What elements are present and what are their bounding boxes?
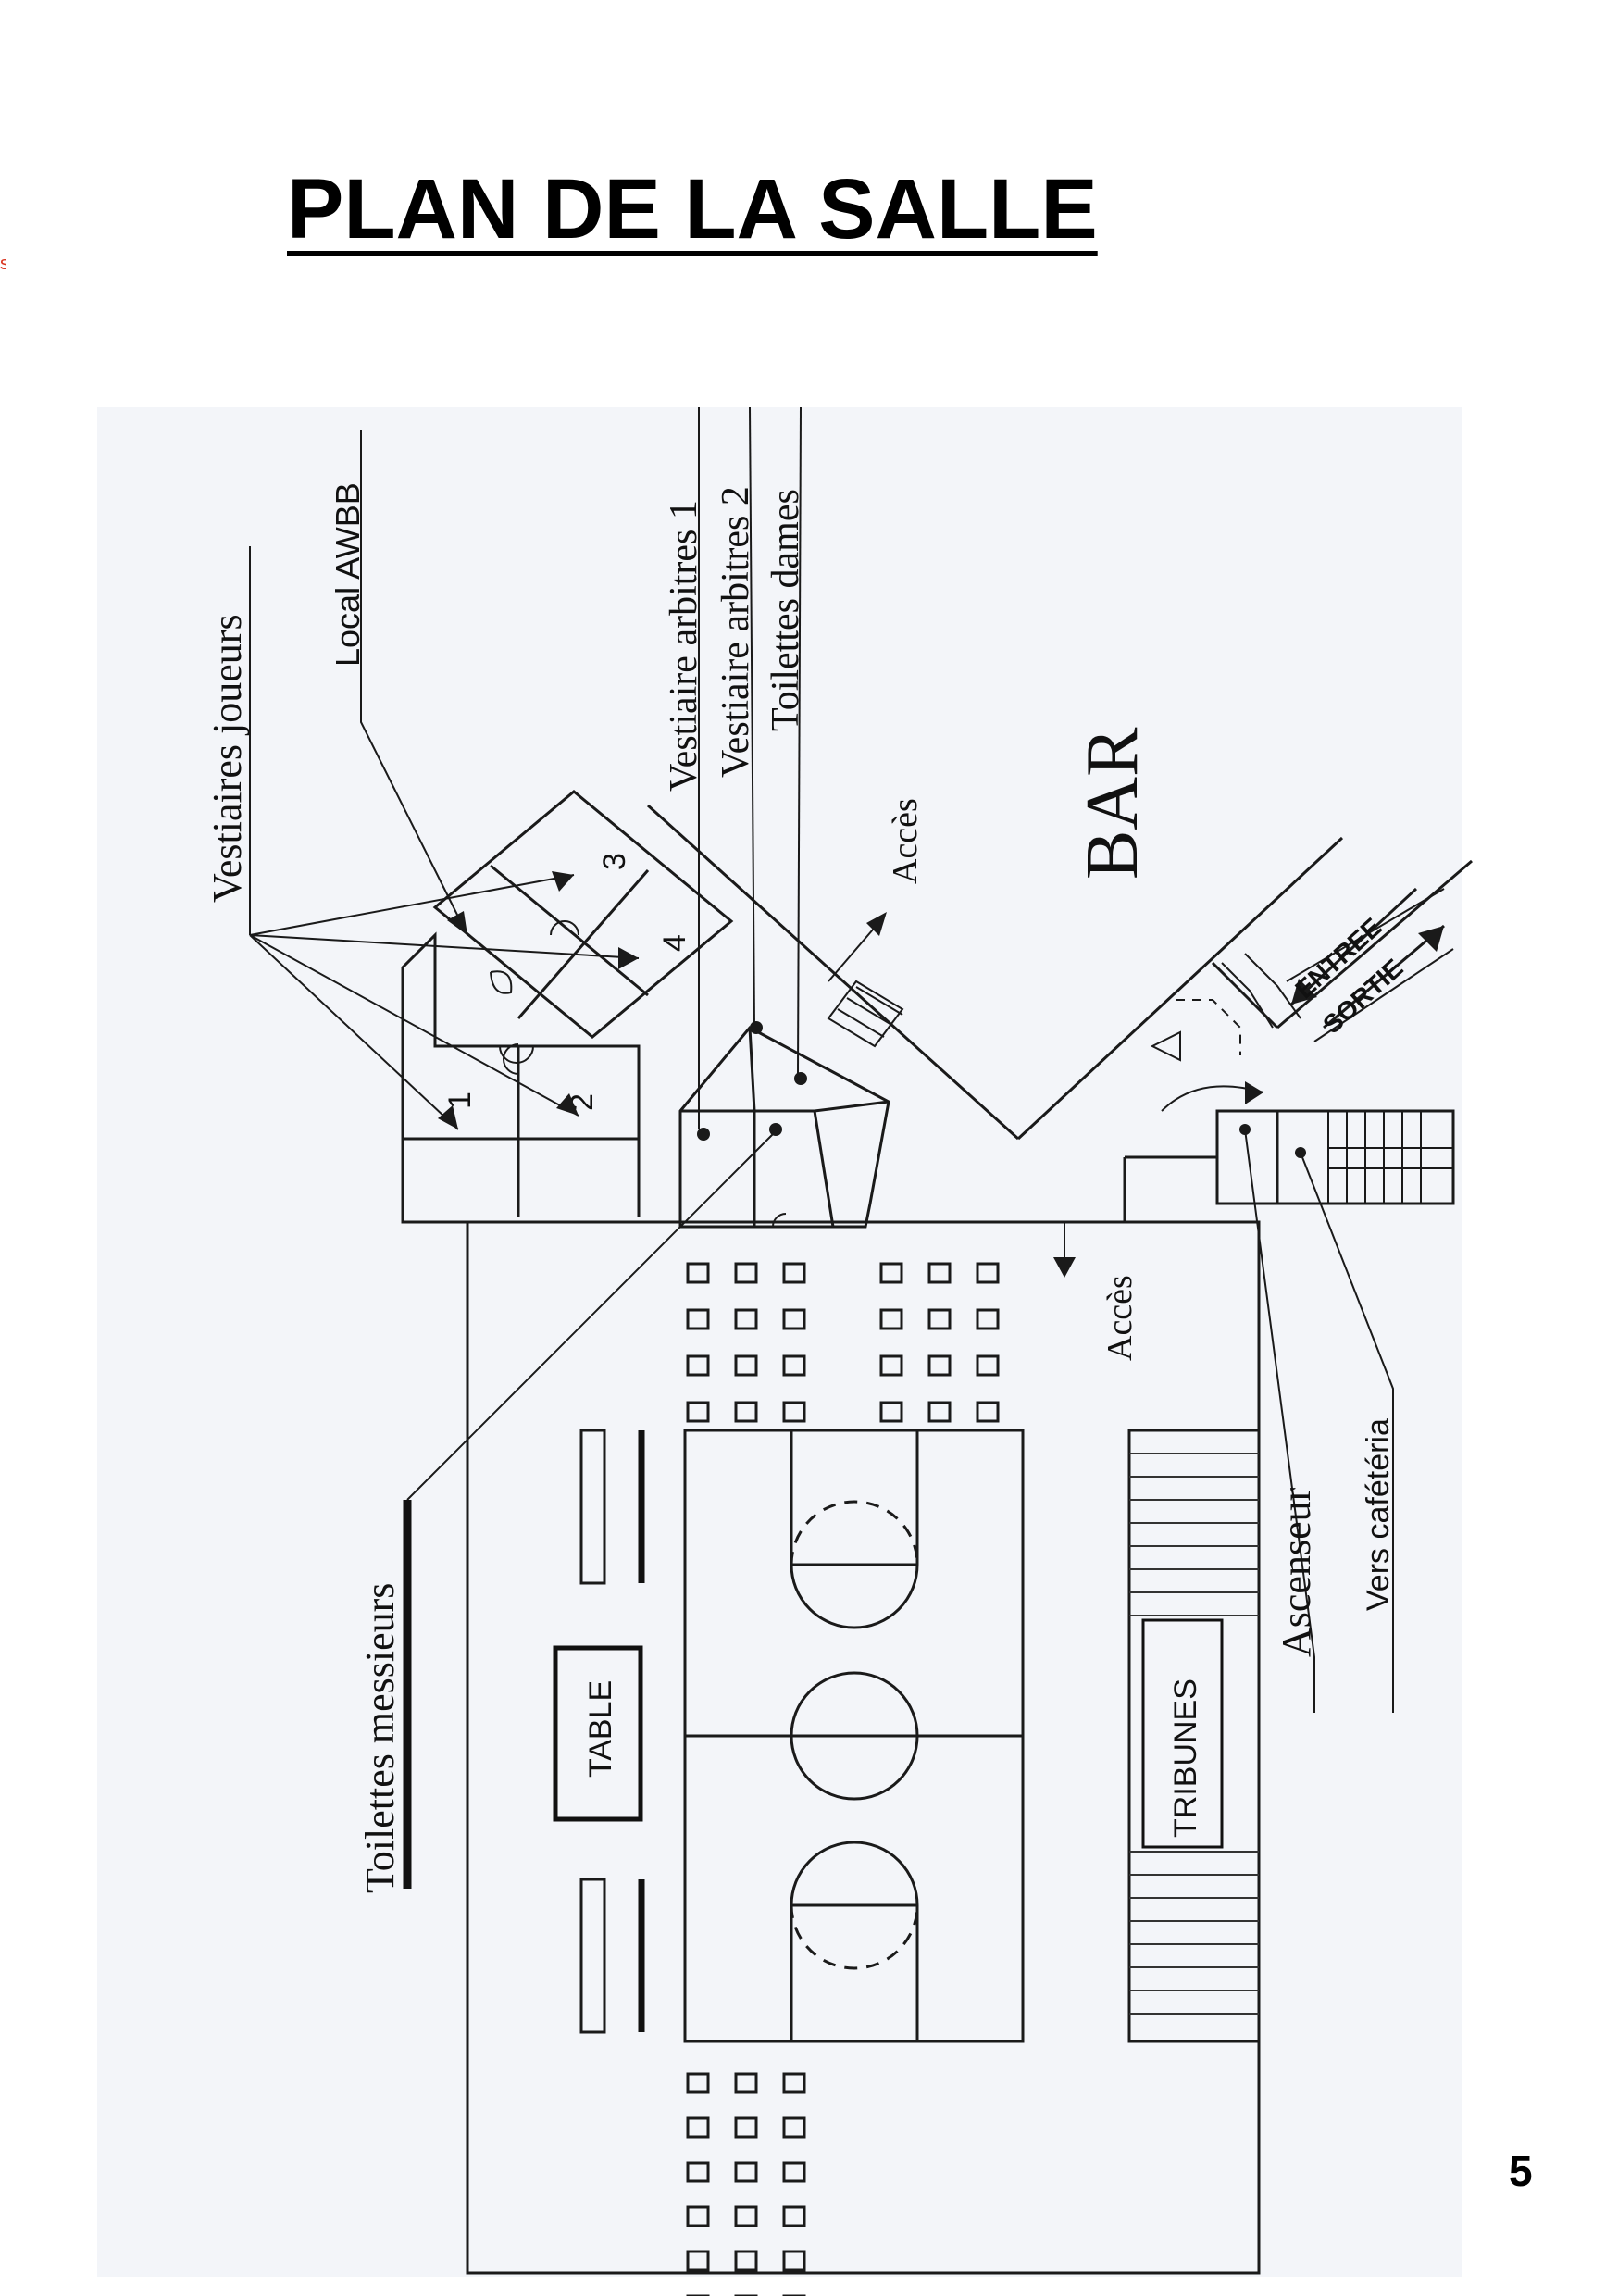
- seating-bottom: [686, 2072, 806, 2296]
- seat: [927, 1262, 952, 1284]
- seat: [976, 1354, 1000, 1377]
- seat: [927, 1354, 952, 1377]
- seat: [686, 1401, 710, 1423]
- seat: [782, 2161, 806, 2183]
- entrance-passage: [1150, 887, 1454, 1062]
- seat: [734, 1262, 758, 1284]
- room-number-4: 4: [657, 934, 692, 952]
- seat: [686, 2250, 710, 2272]
- seat: [782, 2116, 806, 2139]
- seat: [976, 1401, 1000, 1423]
- seat: [734, 2205, 758, 2227]
- seat: [734, 2072, 758, 2094]
- seat: [927, 1308, 952, 1330]
- seat: [686, 1354, 710, 1377]
- seat: [686, 2161, 710, 2183]
- seat: [734, 1354, 758, 1377]
- margin-mark: s: [0, 257, 6, 270]
- seat: [686, 1262, 710, 1284]
- label-vestiaires-joueurs: Vestiaires joueurs: [205, 614, 250, 903]
- seat: [686, 2072, 710, 2094]
- label-ascenseur: Ascenseur: [1274, 1487, 1319, 1657]
- label-bar: BAR: [1072, 727, 1153, 880]
- seat: [879, 1262, 903, 1284]
- label-acces-top: Accès: [886, 798, 925, 884]
- seat: [734, 1401, 758, 1423]
- label-vestiaire-arbitres-1: Vestiaire arbitres 1: [663, 500, 705, 792]
- label-acces-mid: Accès: [1101, 1275, 1139, 1361]
- seat: [927, 1401, 952, 1423]
- seat: [734, 2250, 758, 2272]
- seat: [734, 2161, 758, 2183]
- page-number: 5: [1509, 2147, 1533, 2195]
- main-hall: [466, 1220, 1261, 2275]
- label-vestiaire-arbitres-2: Vestiaire arbitres 2: [715, 486, 757, 778]
- seat: [686, 2116, 710, 2139]
- seat: [782, 1262, 806, 1284]
- seat: [976, 1262, 1000, 1284]
- label-table: TABLE: [583, 1680, 618, 1778]
- label-vers-cafeteria: Vers cafétéria: [1361, 1418, 1396, 1611]
- elevator-stairs: [1161, 1081, 1455, 1205]
- seat: [686, 1308, 710, 1330]
- room-number-3: 3: [597, 853, 632, 870]
- scan-background: [97, 407, 1462, 2277]
- seat: [879, 1308, 903, 1330]
- leader-lines: [249, 406, 1394, 1889]
- seat: [782, 2250, 806, 2272]
- seat: [782, 1354, 806, 1377]
- seat: [976, 1308, 1000, 1330]
- label-local-awbb: Local AWBB: [329, 482, 367, 667]
- seat: [782, 2205, 806, 2227]
- seat: [782, 2072, 806, 2094]
- label-tribunes: TRIBUNES: [1168, 1678, 1203, 1838]
- seat: [879, 1354, 903, 1377]
- seat: [734, 2116, 758, 2139]
- seat: [782, 1401, 806, 1423]
- room-number-1: 1: [442, 1092, 478, 1109]
- page-title: PLAN DE LA SALLE: [287, 162, 1098, 256]
- label-toilettes-messieurs: Toilettes messieurs: [357, 1583, 403, 1893]
- label-toilettes-dames: Toilettes dames: [765, 489, 807, 731]
- seat: [734, 1308, 758, 1330]
- locker-rooms: [401, 790, 734, 1217]
- seating-top: [686, 1262, 1000, 1423]
- seat: [686, 2205, 710, 2227]
- seat: [879, 1401, 903, 1423]
- seat: [782, 1308, 806, 1330]
